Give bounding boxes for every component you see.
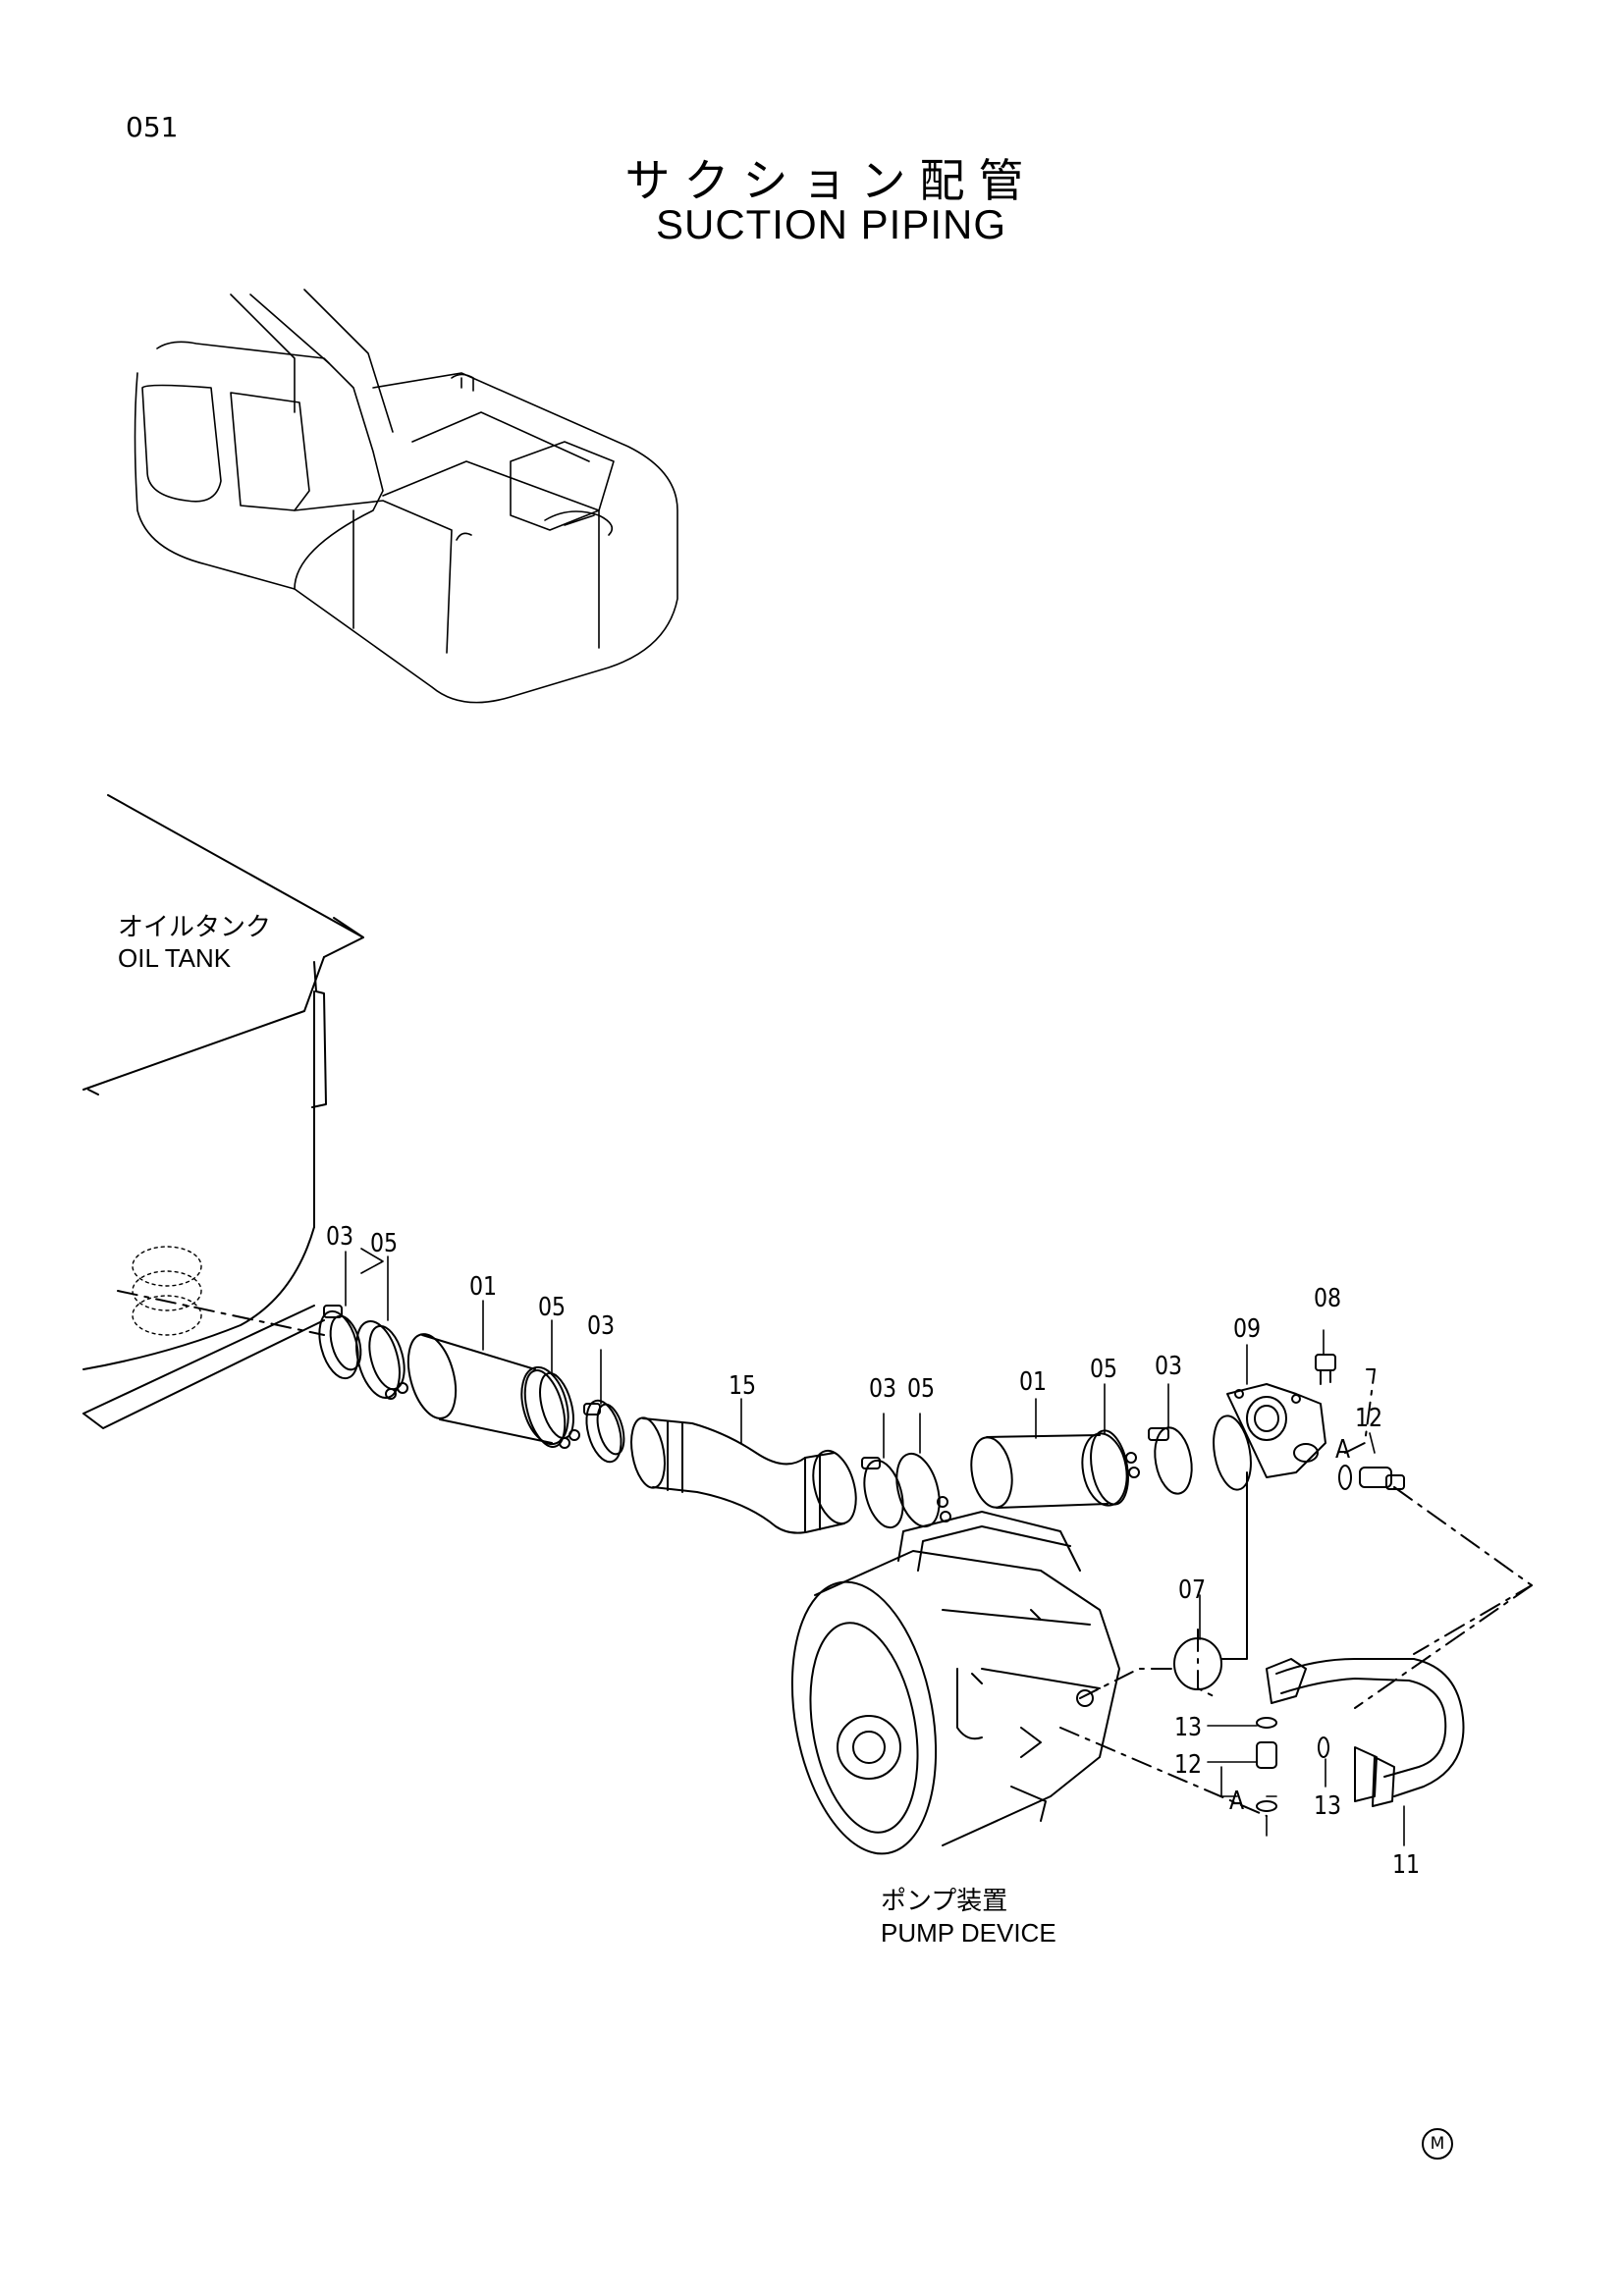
fitting [1256,1717,1329,1812]
part-number-12: 12 [1174,1750,1203,1780]
oil-tank-label-ja: オイルタンク [118,912,272,941]
hose [406,1333,569,1446]
oil-tank [82,794,364,1429]
part-number-03: 03 [587,1311,616,1341]
hose-assembly [1266,1658,1465,1807]
pump-device [790,1511,1120,1855]
part-number-05: 05 [907,1374,936,1404]
part-number-01: 01 [469,1272,498,1302]
hose [970,1432,1128,1509]
m-mark: M [1422,2128,1453,2160]
fitting [1338,1465,1405,1490]
leader-line [1221,1471,1248,1660]
suction-pipe [630,1416,857,1534]
part-number-05: 05 [370,1229,399,1258]
hose-clamp [1148,1426,1193,1495]
bolt [1315,1354,1336,1385]
page-title: SUCTION PIPING [655,201,1007,247]
part-number-05: 05 [1090,1355,1118,1384]
reference-a: A [1229,1787,1245,1816]
part-number-13: 13 [1174,1713,1203,1742]
leader-lines [345,1248,1405,1846]
reference-a: A [1335,1435,1351,1465]
part-number-09: 09 [1233,1314,1262,1344]
page-number: 051 [126,111,179,143]
leader-line [1079,1668,1179,1699]
part-number-07: 07 [1178,1575,1207,1605]
leader-line [1197,1368,1533,1709]
hose-clamp [861,1457,904,1529]
hose-band [1090,1429,1140,1506]
page-title-japanese: サクション配管 [624,154,1038,207]
part-number-08: 08 [1314,1284,1342,1313]
hose-band [355,1320,408,1400]
hose-band [895,1452,951,1528]
leader-line [1059,1727,1268,1817]
part-number-13: 13 [1314,1791,1342,1821]
part-number-12: 12 [1355,1404,1383,1433]
pump-device-label-ja: ポンプ装置 [881,1886,1008,1915]
part-number-15: 15 [729,1371,757,1401]
hose-clamp [318,1305,362,1380]
pump-device-label: PUMP DEVICE [881,1918,1056,1948]
hose-clamp [583,1399,625,1464]
part-number-03: 03 [326,1222,354,1252]
part-number-11: 11 [1392,1850,1421,1880]
excavator-overview [134,289,678,704]
part-number-05: 05 [538,1293,567,1322]
suction-elbow [1213,1383,1326,1491]
part-number-01: 01 [1019,1367,1048,1397]
hose-band [523,1369,580,1449]
part-number-03: 03 [1155,1352,1183,1381]
oil-tank-label: OIL TANK [118,943,232,973]
part-number-03: 03 [869,1374,897,1404]
